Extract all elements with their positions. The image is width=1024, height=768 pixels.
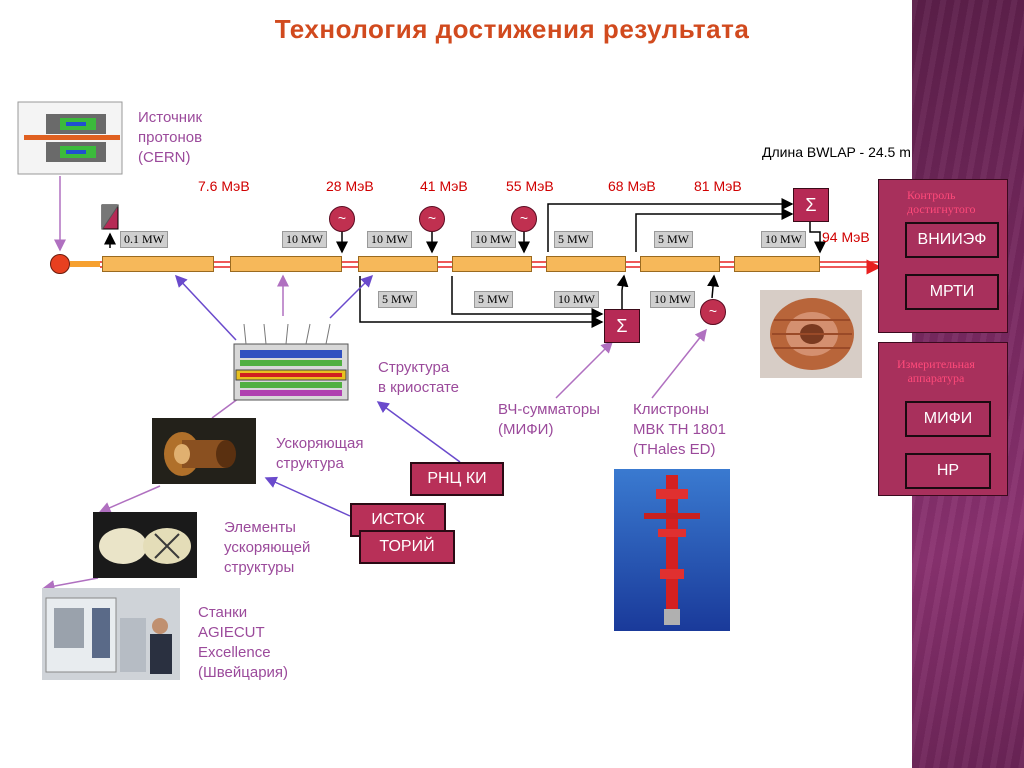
energy-label-7: 94 МэВ <box>822 229 870 245</box>
injector-icon <box>101 204 119 230</box>
org-hp: HP <box>905 453 991 489</box>
cryostat-caption: Структура в криостате <box>378 359 460 396</box>
power-label-bottom: 5 MW <box>474 291 513 308</box>
generator-icon: ~ <box>329 206 355 232</box>
accel-section-5 <box>546 256 626 272</box>
generator-icon: ~ <box>419 206 445 232</box>
klystron-photo <box>614 469 730 631</box>
accel-section-6 <box>640 256 720 272</box>
power-label-top: 10 MW <box>761 231 806 248</box>
power-label-bottom: 10 MW <box>650 291 695 308</box>
org-rnc-ki: РНЦ КИ <box>410 462 504 496</box>
power-label-top: 10 MW <box>471 231 516 248</box>
measurement-panel-title: Измерительная аппаратура <box>897 357 975 385</box>
accel-section-7 <box>734 256 820 272</box>
org-vniief: ВНИИЭФ <box>905 222 999 258</box>
energy-label-6: 81 МэВ <box>694 178 742 194</box>
org-mrti: МРТИ <box>905 274 999 310</box>
summator-bottom: Σ <box>604 309 640 343</box>
control-panel: Контроль достигнутого ВНИИЭФ МРТИ <box>878 179 1008 333</box>
org-toriy: ТОРИЙ <box>359 530 455 564</box>
energy-label-1: 7.6 МэВ <box>198 178 250 194</box>
energy-label-5: 68 МэВ <box>608 178 656 194</box>
power-label-top: 0.1 MW <box>120 231 168 248</box>
accel-section-4 <box>452 256 532 272</box>
agiecut-machines-photo <box>42 588 180 680</box>
hf-summators-caption: ВЧ-сумматоры (МИФИ) <box>498 401 600 438</box>
org-mifi: МИФИ <box>905 401 991 437</box>
accel-section-3 <box>358 256 438 272</box>
energy-label-2: 28 МэВ <box>326 178 374 194</box>
ion-source-dot <box>50 254 70 274</box>
structure-elements-photo <box>93 512 197 578</box>
linac-length-label: Длина BWLAP - 24.5 m <box>762 144 911 160</box>
page-title: Технология достижения результата <box>274 14 750 44</box>
accelerating-structure-photo <box>152 418 256 484</box>
cavity-photo <box>760 290 862 378</box>
generator-icon: ~ <box>700 299 726 325</box>
power-label-top: 5 MW <box>654 231 693 248</box>
accel-section-1 <box>102 256 214 272</box>
power-label-top: 5 MW <box>554 231 593 248</box>
accel-section-2 <box>230 256 342 272</box>
proton-source-caption: Источник протонов (CERN) <box>138 109 203 166</box>
measurement-panel: Измерительная аппаратура МИФИ HP <box>878 342 1008 496</box>
cryostat-structure-image <box>226 320 356 406</box>
power-label-top: 10 MW <box>367 231 412 248</box>
power-label-bottom: 10 MW <box>554 291 599 308</box>
control-panel-title: Контроль достигнутого <box>907 188 976 216</box>
proton-source-image <box>16 100 124 176</box>
structure-elements-caption: Элементы ускоряющей структуры <box>224 519 311 576</box>
generator-icon: ~ <box>511 206 537 232</box>
power-label-top: 10 MW <box>282 231 327 248</box>
accelerating-structure-caption: Ускоряющая структура <box>276 435 364 472</box>
energy-label-4: 55 МэВ <box>506 178 554 194</box>
energy-label-3: 41 МэВ <box>420 178 468 194</box>
power-label-bottom: 5 MW <box>378 291 417 308</box>
klystrons-caption: Клистроны МВК TH 1801 (THales ED) <box>633 401 726 458</box>
agiecut-machines-caption: Станки AGIECUT Excellence (Швейцария) <box>198 604 289 681</box>
summator-top: Σ <box>793 188 829 222</box>
